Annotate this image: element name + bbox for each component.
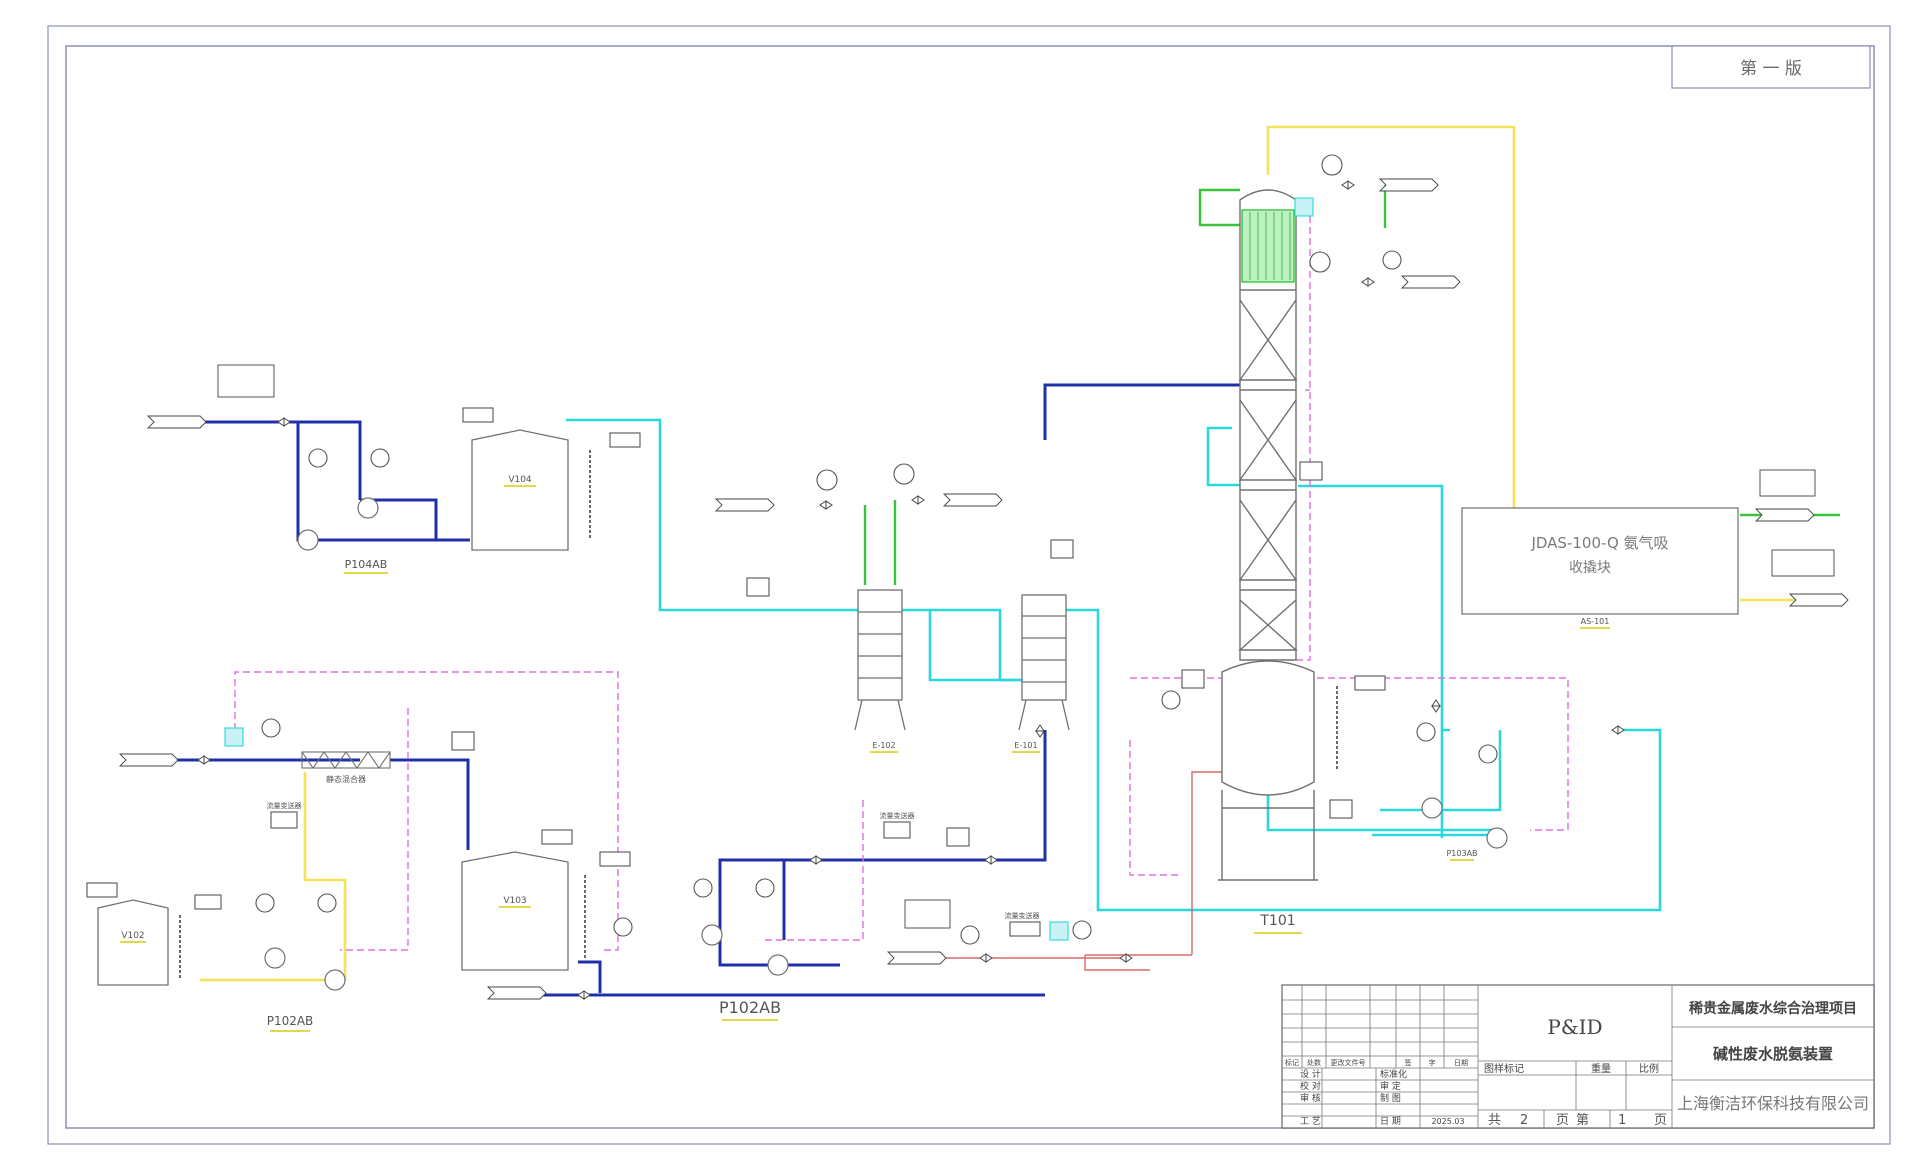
absorber-label-line1: JDAS-100-Q 氨气吸 bbox=[1530, 534, 1668, 552]
rev-col-date: 日期 bbox=[1454, 1059, 1468, 1067]
pumps bbox=[264, 497, 1508, 991]
instrument-boxes bbox=[86, 197, 1386, 941]
pipes-blue bbox=[142, 383, 1260, 997]
tag-e102: E-102 bbox=[872, 741, 895, 750]
tank-level-gauges bbox=[179, 450, 591, 980]
role-standard: 标准化 bbox=[1380, 1068, 1407, 1080]
tag-p103ab: P103AB bbox=[1446, 849, 1477, 858]
scale-label: 比例 bbox=[1639, 1062, 1659, 1075]
role-check: 校 对 bbox=[1300, 1080, 1321, 1092]
edition-label: 第 一 版 bbox=[1740, 59, 1802, 79]
tag-t101: T101 bbox=[1259, 913, 1295, 929]
title-block: P&ID 稀贵金属废水综合治理项目 碱性废水脱氨装置 上海衡洁环保科技有限公司 … bbox=[1281, 984, 1875, 1129]
tag-v102: V102 bbox=[121, 931, 144, 941]
static-mixer bbox=[301, 751, 391, 769]
static-mixer-label: 静态混合器 bbox=[326, 774, 366, 784]
title-date-value: 2025.03 bbox=[1431, 1117, 1464, 1126]
sheet-total-label: 共 bbox=[1488, 1113, 1501, 1128]
ammonia-absorber-skid: JDAS-100-Q 氨气吸 收撬块 bbox=[1461, 507, 1739, 615]
tag-as101: AS-101 bbox=[1581, 617, 1610, 626]
flowmeter-label-b: 流量变送器 bbox=[880, 811, 915, 820]
equipment-tag-underlines bbox=[120, 485, 1610, 1032]
tag-p102ab-large: P102AB bbox=[719, 998, 781, 1017]
sheet-unit: 页 bbox=[1556, 1113, 1569, 1128]
heat-exchanger-e101 bbox=[1018, 594, 1070, 731]
absorber-label-line2: 收撬块 bbox=[1569, 560, 1611, 576]
rev-col-count: 处数 bbox=[1307, 1058, 1321, 1067]
rev-col-mark: 标记 bbox=[1285, 1058, 1299, 1067]
valves bbox=[197, 180, 1625, 1000]
title-drawing-name: 碱性废水脱氨装置 bbox=[1713, 1045, 1833, 1063]
drawing-frame bbox=[47, 25, 1891, 1145]
tag-v104: V104 bbox=[508, 475, 532, 485]
tag-p104ab: P104AB bbox=[345, 558, 388, 571]
weight-label: 重量 bbox=[1591, 1062, 1611, 1075]
rev-col-sign1: 签 bbox=[1405, 1058, 1412, 1067]
rev-col-sign2: 字 bbox=[1429, 1058, 1436, 1067]
title-drawing-type: P&ID bbox=[1547, 1015, 1602, 1039]
flowmeter-label-a: 流量变送器 bbox=[267, 801, 302, 810]
offpage-connectors bbox=[118, 178, 1849, 1000]
role-review: 审 核 bbox=[1300, 1092, 1321, 1104]
tag-e101: E-101 bbox=[1014, 741, 1037, 750]
role-approve: 审 定 bbox=[1380, 1080, 1401, 1092]
flowmeter-label-c: 流量变送器 bbox=[1005, 911, 1040, 920]
sheet-total: 2 bbox=[1520, 1113, 1528, 1128]
tank-v104 bbox=[471, 429, 569, 551]
sheet-unit2: 页 bbox=[1654, 1113, 1667, 1128]
pipes-red bbox=[900, 771, 1275, 971]
sheet-page-label: 第 bbox=[1576, 1113, 1589, 1128]
equipment-tags: V104 P104AB E-102 E-101 T101 V103 V102 P… bbox=[121, 475, 1609, 1028]
role-date: 日 期 bbox=[1380, 1116, 1401, 1127]
tank-v103 bbox=[461, 851, 569, 971]
role-design: 设 计 bbox=[1300, 1068, 1321, 1080]
title-project: 稀贵金属废水综合治理项目 bbox=[1689, 1000, 1857, 1017]
spec-note-boxes bbox=[217, 364, 1835, 929]
rev-col-doc: 更改文件号 bbox=[1331, 1058, 1366, 1067]
tag-v103: V103 bbox=[503, 896, 526, 906]
edition-box: 第 一 版 bbox=[1671, 45, 1871, 89]
instrument-bubbles bbox=[255, 154, 1498, 945]
tag-p102ab-small: P102AB bbox=[267, 1014, 314, 1028]
role-drafting: 制 图 bbox=[1380, 1092, 1401, 1104]
stage-label: 图样标记 bbox=[1484, 1062, 1524, 1075]
title-company: 上海衡洁环保科技有限公司 bbox=[1677, 1094, 1869, 1113]
heat-exchanger-e102 bbox=[854, 589, 906, 731]
sheet-page: 1 bbox=[1618, 1113, 1626, 1128]
stripping-tower-t101 bbox=[1218, 189, 1318, 881]
role-process: 工 艺 bbox=[1300, 1116, 1321, 1127]
